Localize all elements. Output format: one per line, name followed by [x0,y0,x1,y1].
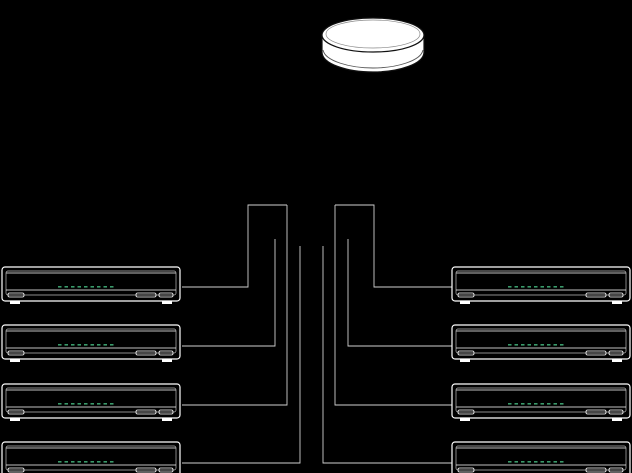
connector [182,204,287,288]
network-device-icon [1,324,181,362]
network-device-icon [1,266,181,304]
connector [182,205,288,406]
network-device-icon [1,383,181,421]
network-device-icon [451,324,631,362]
connector [347,239,452,347]
connector [322,246,452,464]
left-device-stack [1,266,181,473]
wireless-access-point-icon [321,17,425,73]
connector [182,246,301,464]
connector-lines [182,204,452,464]
network-device-icon [451,441,631,473]
network-device-icon [1,441,181,473]
network-device-icon [451,383,631,421]
connector [335,204,452,288]
connector [334,205,452,406]
right-device-stack [451,266,631,473]
network-device-icon [451,266,631,304]
connector [182,239,276,347]
